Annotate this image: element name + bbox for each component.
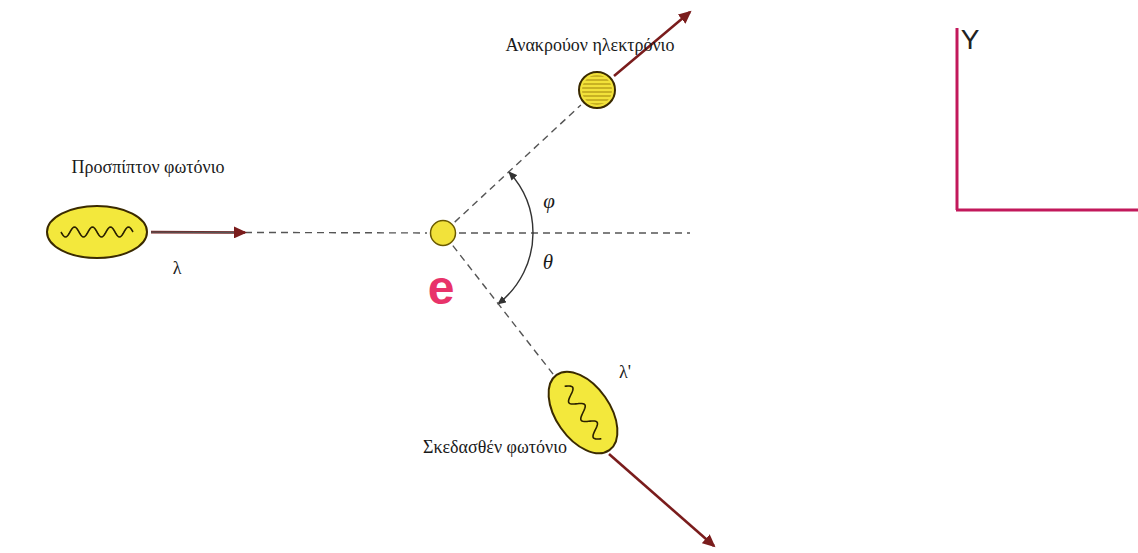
x-axis [956,209,1138,212]
shape-outline [577,70,617,110]
angle-label: φ [543,189,555,213]
angle-label: θ [543,250,553,274]
connector-line [453,246,558,380]
reference-axis [459,232,690,233]
photon-wave [560,383,607,442]
electron-symbol: e [428,260,455,315]
scattered-direction-arrow [609,454,714,546]
connector-line [455,105,581,222]
incident-photon: Προσπίπτον φωτόνιολ [45,204,149,260]
phi-angle-arc [509,172,533,233]
connector-line [151,231,427,233]
scattered-photon: λ'Σκεδασθέν φωτόνιο [547,370,619,455]
shape-outline [429,219,457,247]
y-axis [956,28,959,210]
theta-angle-arc [498,233,533,304]
wavelength-label: λ [173,258,182,279]
particle-label: Σκεδασθέν φωτόνιο [423,437,567,458]
shape-outline [45,204,149,260]
electron-circle [579,72,615,108]
electron-circle [431,221,456,246]
axis-label: Y [961,24,980,56]
electron-hatching [582,75,612,105]
particle-label: Ανακρούον ηλεκτρόνιο [506,35,675,56]
photon-ellipse [47,206,147,258]
target-electron: e [429,219,457,247]
photon-wave [61,227,133,237]
particle-label: Προσπίπτον φωτόνιο [71,157,224,178]
recoil-electron: Ανακρούον ηλεκτρόνιο [577,70,617,110]
wavelength-label: λ' [619,362,631,383]
